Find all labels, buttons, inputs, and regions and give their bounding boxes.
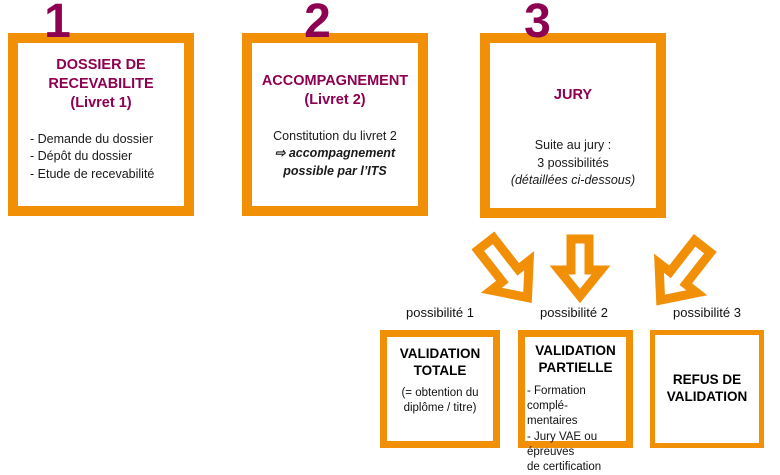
possibility-2-label: possibilité 2: [540, 305, 608, 320]
step-1-number: 1: [44, 0, 71, 48]
outcome-1-text: VALIDATION TOTALE (= obtention du diplôm…: [380, 330, 500, 448]
outcome-2-heading-line2: PARTIELLE: [538, 359, 613, 375]
arrow-to-possibility-3: [654, 233, 717, 306]
outcome-3-inner: [655, 335, 759, 443]
step-3-body-line2: 3 possibilités: [537, 155, 609, 170]
step-box-3: 3 JURY Suite au jury : 3 possibilités (d…: [480, 0, 666, 218]
step-3-content: JURY Suite au jury : 3 possibilités (dét…: [490, 86, 656, 190]
step-1-bullet-2: - Dépôt du dossier: [30, 149, 133, 164]
outcome-1-heading-line1: VALIDATION: [399, 346, 481, 361]
step-3-number-wrap: 3: [480, 0, 594, 46]
step-3-body: Suite au jury : 3 possibilités (détaillé…: [490, 137, 656, 190]
outcome-2-body-line4: de certification: [527, 461, 602, 474]
outcome-2-inner: [525, 337, 626, 441]
step-3-body-line1: Suite au jury :: [534, 137, 612, 152]
outcome-1-heading-line2: TOTALE: [413, 362, 467, 378]
outcome-1-inner: [387, 337, 493, 441]
step-2-number: 2: [304, 0, 331, 48]
arrow-to-possibility-2: [549, 234, 611, 304]
possibility-1-label: possibilité 1: [406, 305, 474, 320]
step-2-number-wrap: 2: [242, 0, 392, 46]
step-box-1: 1 DOSSIER DE RECEVABILITE (Livret 1) - D…: [8, 0, 194, 216]
step-3-inner: [490, 43, 656, 208]
outcome-box-validation-totale: VALIDATION TOTALE (= obtention du diplôm…: [380, 330, 500, 448]
step-1-number-wrap: 1: [8, 0, 106, 46]
outcome-3-heading-line2: VALIDATION: [666, 389, 748, 404]
step-1-subtitle: (Livret 1): [70, 94, 132, 111]
outcome-1-body-line2: diplôme / titre): [403, 402, 477, 415]
outcome-1-body-line1: (= obtention du: [401, 386, 479, 399]
outcome-box-validation-partielle: VALIDATION PARTIELLE - Formation complé-…: [518, 330, 633, 473]
step-1-bullet-1: - Demande du dossier: [30, 131, 153, 146]
outcome-2-body-line3: - Jury VAE ou épreuves: [527, 430, 598, 458]
step-2-content: ACCOMPAGNEMENT (Livret 2) Constitution d…: [250, 72, 420, 181]
step-1-bullets: - Demande du dossier - Dépôt du dossier …: [20, 131, 182, 184]
step-2-inner: [252, 43, 418, 206]
step-1-title-line2: RECEVABILITE: [48, 75, 154, 92]
step-box-2: 2 ACCOMPAGNEMENT (Livret 2) Constitution…: [242, 0, 428, 216]
arrow-to-possibility-1: [471, 231, 535, 304]
step-3-title: JURY: [553, 87, 593, 103]
outcome-3-text: REFUS DE VALIDATION: [650, 330, 764, 448]
outcome-2-heading-line1: VALIDATION: [535, 343, 616, 358]
step-2-body-line2: ⇨ accompagnement: [274, 146, 396, 161]
possibility-3-label: possibilité 3: [673, 305, 741, 320]
step-3-body-line3: (détaillées ci-dessous): [510, 173, 636, 188]
outcome-2-body-line2: mentaires: [527, 415, 578, 428]
step-2-body-line3: possible par l’ITS: [283, 164, 387, 179]
outcome-2-text: VALIDATION PARTIELLE - Formation complé-…: [518, 330, 633, 473]
step-1-title-line1: DOSSIER DE: [56, 57, 146, 73]
step-1-inner: [18, 43, 184, 206]
outcome-2-body-line1: - Formation complé-: [527, 384, 586, 413]
step-2-title-line1: ACCOMPAGNEMENT: [261, 73, 409, 89]
step-1-content: DOSSIER DE RECEVABILITE (Livret 1) - Dem…: [20, 56, 182, 184]
outcome-3-heading-line1: REFUS DE: [672, 372, 742, 388]
step-2-body: Constitution du livret 2 ⇨ accompagnemen…: [250, 128, 420, 181]
step-2-body-line1: Constitution du livret 2: [273, 128, 397, 143]
step-2-subtitle: (Livret 2): [304, 91, 366, 108]
outcome-box-refus-de-validation: REFUS DE VALIDATION: [650, 330, 764, 448]
step-1-bullet-3: - Etude de recevabilité: [30, 167, 155, 182]
step-3-number: 3: [524, 0, 551, 48]
